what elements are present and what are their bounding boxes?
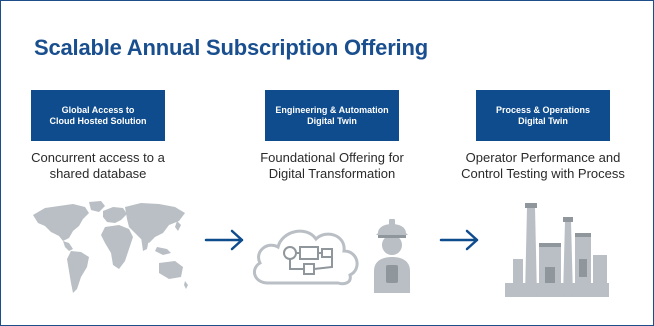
column-description-line: Operator Performance and [465,150,621,165]
column-description-line: Control Testing with Process [461,166,625,181]
column-description-global-access: Concurrent access to a shared database [0,150,198,182]
cloud-diagram-icon [252,229,359,286]
column-header-line: Engineering & Automation [275,104,389,115]
column-header-engineering: Engineering & Automation Digital Twin [265,90,399,141]
column-description-line: Foundational Offering for [260,150,404,165]
column-description-process: Operator Performance and Control Testing… [443,150,643,182]
column-header-line: Digital Twin [518,115,568,126]
plant-icon [505,203,609,297]
column-description-line: Digital Transformation [268,166,396,181]
column-header-global-access: Global Access to Cloud Hosted Solution [31,90,165,141]
column-header-line: Global Access to [61,104,135,115]
column-header-line: Cloud Hosted Solution [49,115,147,126]
world-map-icon [33,201,188,293]
arrow-right-icon [204,229,244,251]
arrow-right-icon [439,229,479,251]
column-header-process: Process & Operations Digital Twin [476,90,610,141]
column-header-line: Digital Twin [307,115,357,126]
engineer-icon [374,219,410,293]
diagram-title: Scalable Annual Subscription Offering [34,35,428,60]
column-header-line: Process & Operations [495,104,591,115]
column-description-line: Concurrent access to a [31,150,165,165]
column-description-line: shared database [49,166,147,181]
column-description-engineering: Foundational Offering for Digital Transf… [232,150,432,182]
